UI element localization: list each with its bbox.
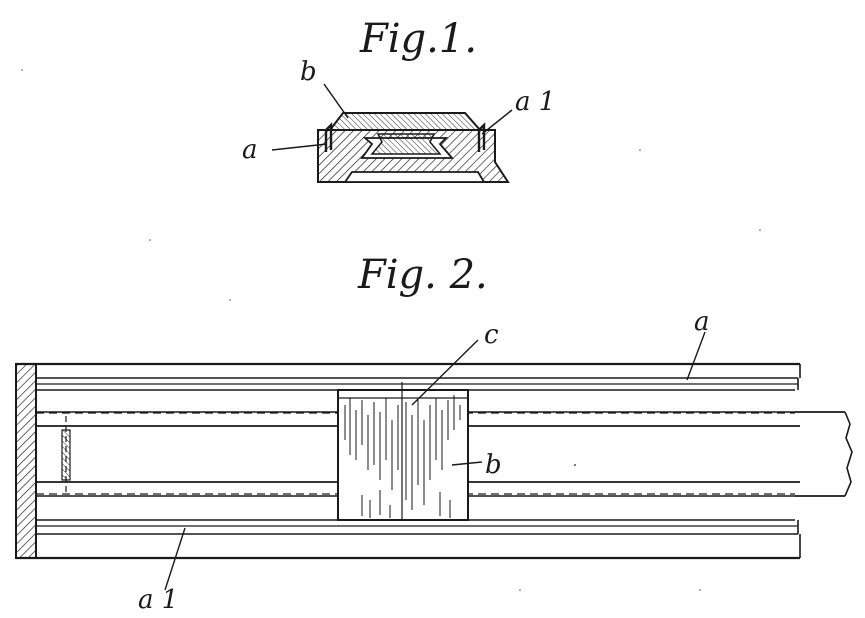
- figure-1: Fig.1. a b a 1: [242, 16, 555, 183]
- fig2-slider-shading: [344, 395, 461, 518]
- fig2-slider-b: [337, 382, 469, 521]
- fig1-label-a1: a 1: [515, 87, 555, 117]
- fig2-leader-c: [411, 339, 479, 406]
- fig1-label-b: b: [300, 57, 317, 87]
- fig1-leader-a1: [481, 109, 513, 135]
- figure-2-title: Fig. 2.: [357, 252, 488, 298]
- fig2-stop-block: [61, 429, 71, 481]
- fig2-shaft: [795, 411, 853, 497]
- fig1-label-a: a: [242, 135, 258, 165]
- figure-2: Fig. 2.: [15, 252, 853, 615]
- fig1-clip-left: [324, 122, 333, 152]
- paper-specks: [21, 69, 761, 591]
- fig2-label-b: b: [485, 450, 502, 480]
- fig2-leader-b: [451, 461, 483, 466]
- fig1-leader-b: [323, 83, 349, 119]
- fig1-leader-a: [271, 143, 328, 151]
- fig2-rail-a: [16, 362, 800, 391]
- fig1-dovetail-key: [370, 133, 442, 155]
- fig2-label-c: c: [484, 320, 499, 350]
- fig2-label-a: a: [694, 307, 710, 337]
- fig1-cap-b: [327, 112, 483, 131]
- fig2-label-a1: a 1: [138, 585, 178, 615]
- fig1-cross-section: [317, 112, 510, 183]
- fig2-leader-a: [686, 331, 706, 381]
- fig1-bottom-notch: [343, 171, 486, 183]
- fig2-end-cap: [15, 363, 37, 559]
- figure-1-title: Fig.1.: [359, 16, 477, 62]
- fig1-clip-right: [477, 122, 486, 152]
- fig2-leader-a1: [164, 527, 186, 591]
